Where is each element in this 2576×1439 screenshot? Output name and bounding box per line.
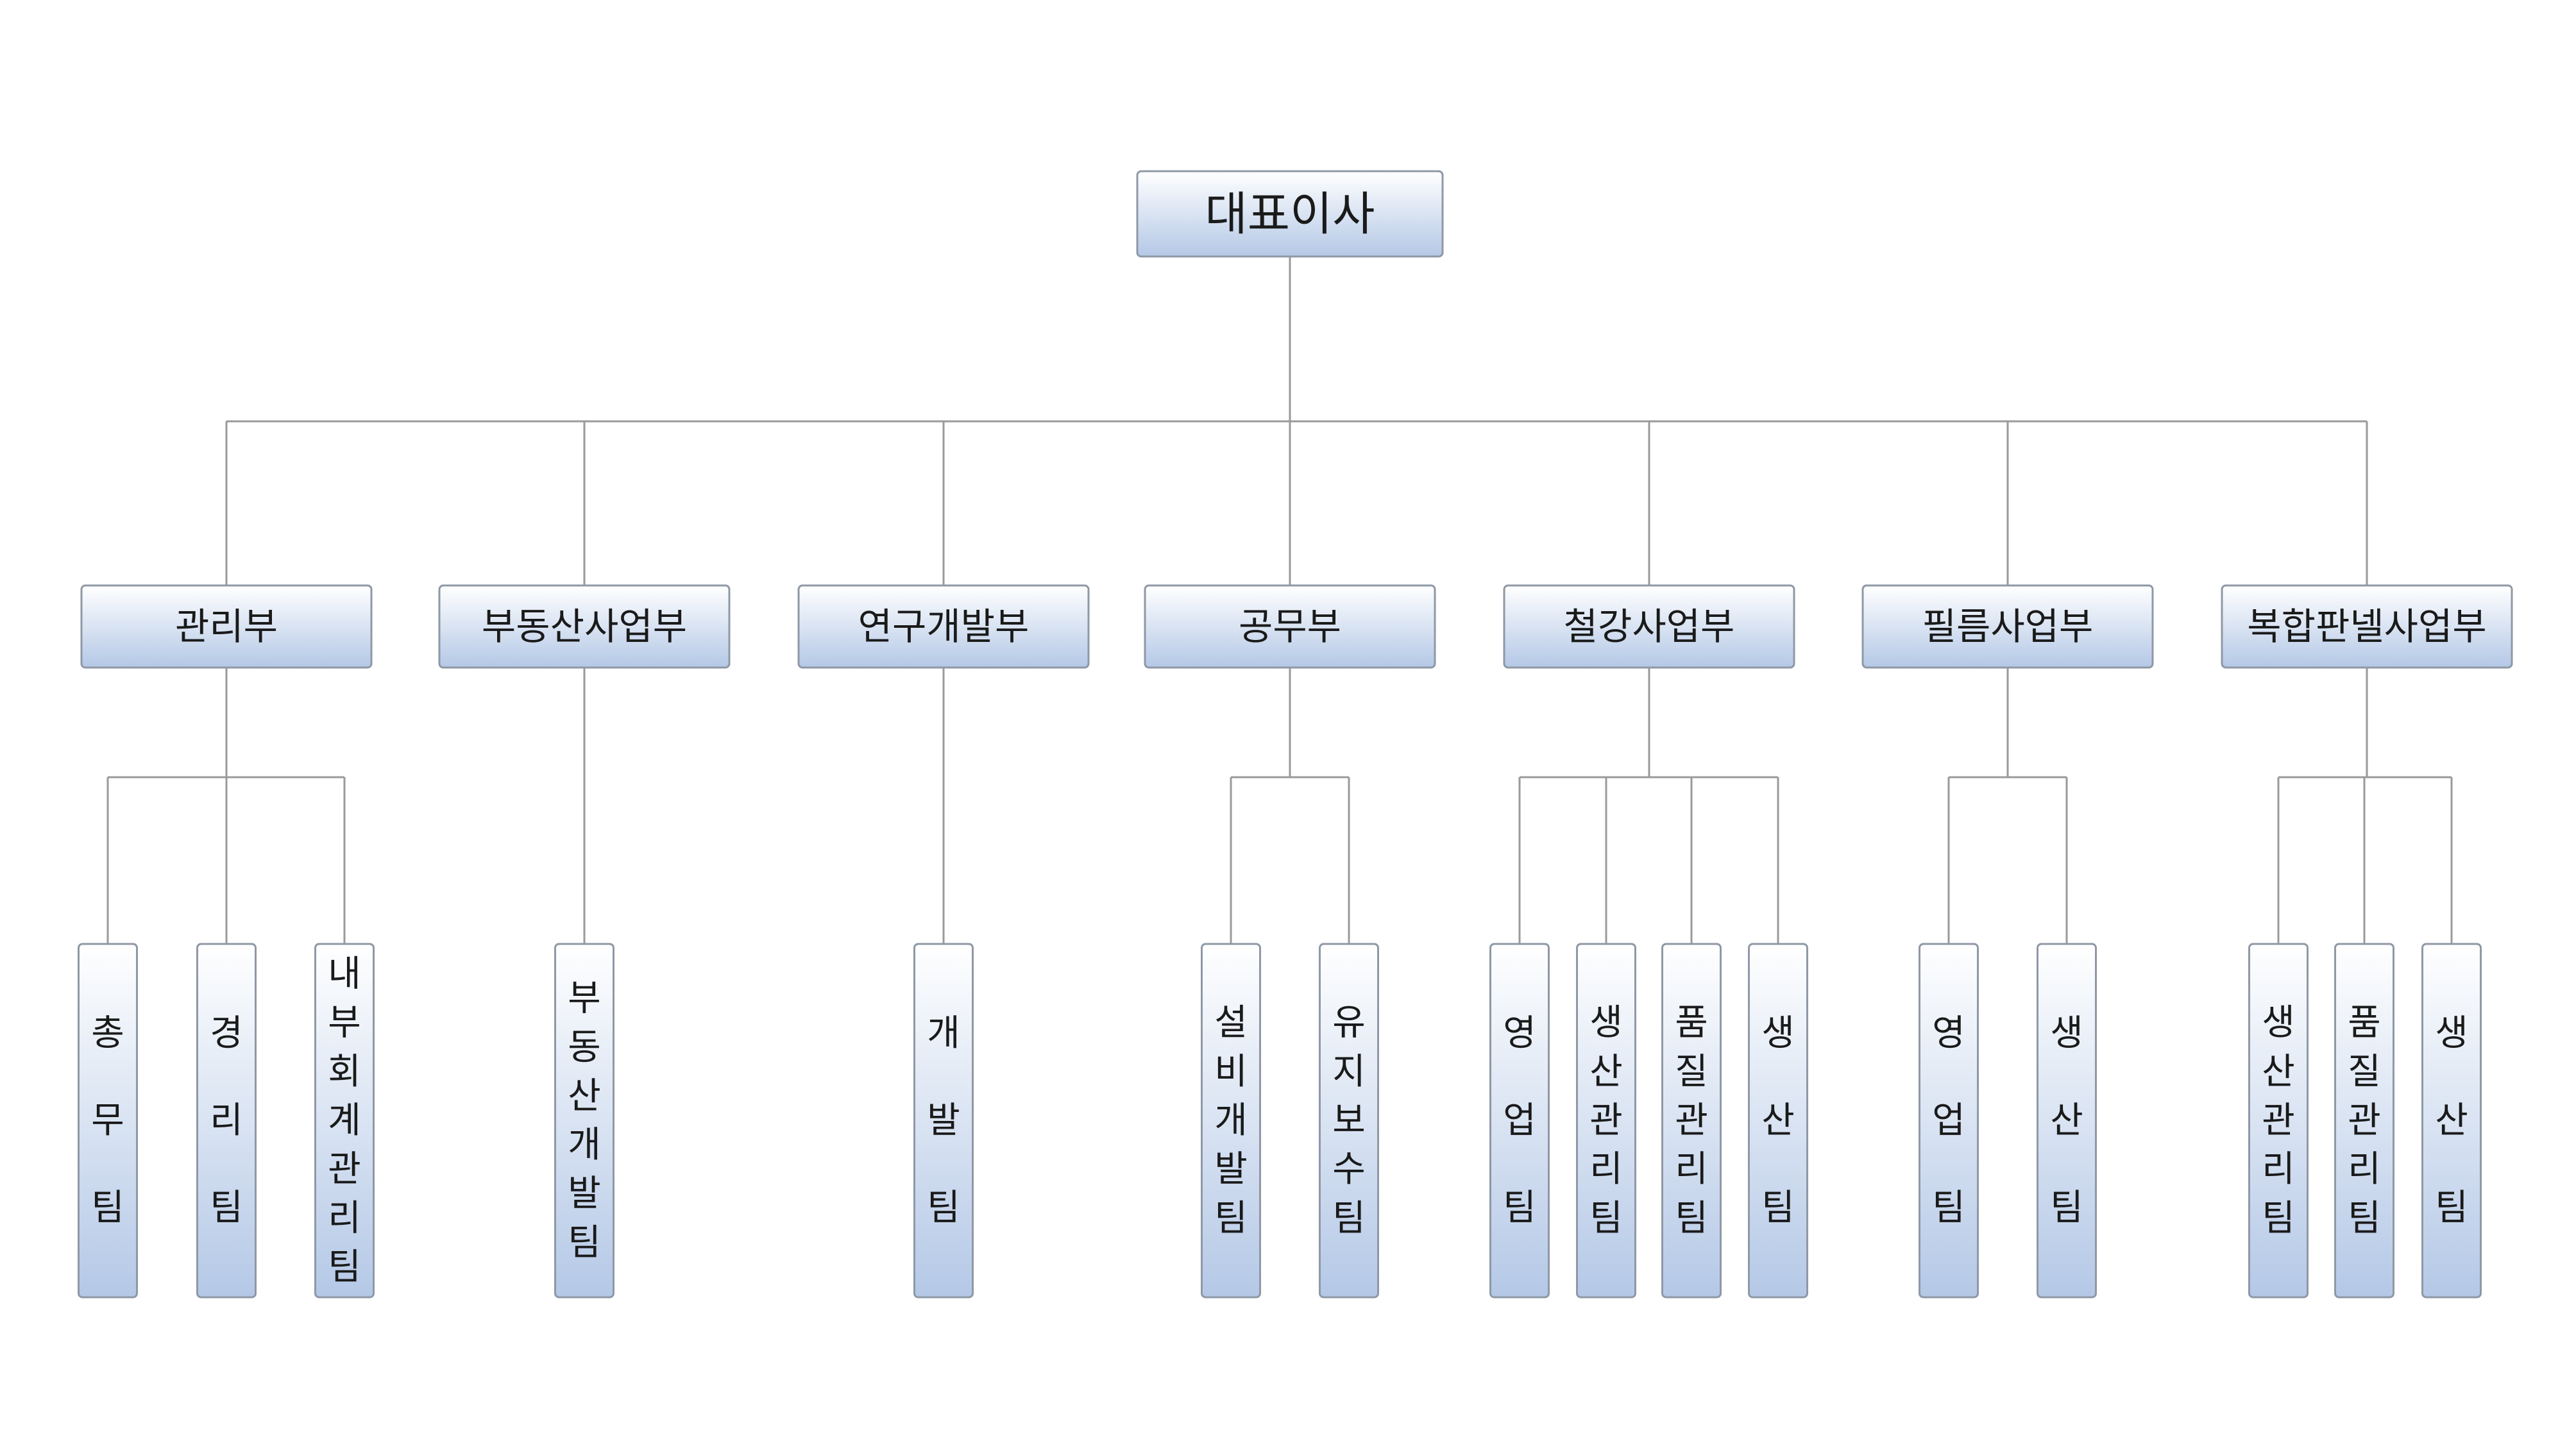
- department-box[interactable]: [797, 584, 1090, 669]
- department-box[interactable]: [2221, 584, 2513, 669]
- team-box[interactable]: [1748, 943, 1808, 1299]
- team-box[interactable]: [1319, 943, 1379, 1299]
- team-box[interactable]: [1576, 943, 1636, 1299]
- team-box[interactable]: [196, 943, 257, 1299]
- connector-lines: [106, 257, 2453, 944]
- team-box[interactable]: [2037, 943, 2097, 1299]
- team-box[interactable]: [554, 943, 614, 1299]
- department-label: 철강사업부: [1564, 605, 1735, 648]
- team-box[interactable]: [1661, 943, 1722, 1299]
- root-label: 대표이사: [1205, 187, 1375, 241]
- department-label: 복합판넬사업부: [2247, 605, 2487, 648]
- department-label: 관리부: [175, 605, 278, 648]
- department-box[interactable]: [1503, 584, 1795, 669]
- team-box[interactable]: [2334, 943, 2394, 1299]
- department-label: 연구개발부: [858, 605, 1030, 648]
- department-box[interactable]: [438, 584, 731, 669]
- department-box[interactable]: [80, 584, 373, 669]
- team-box[interactable]: [78, 943, 138, 1299]
- team-box[interactable]: [2248, 943, 2309, 1299]
- root-box[interactable]: [1136, 170, 1444, 258]
- team-box[interactable]: [1489, 943, 1550, 1299]
- team-box[interactable]: [913, 943, 974, 1299]
- team-box[interactable]: [2421, 943, 2482, 1299]
- department-label: 필름사업부: [1922, 605, 2094, 648]
- team-box[interactable]: [1919, 943, 1979, 1299]
- department-label: 부동산사업부: [482, 605, 687, 648]
- team-box[interactable]: [1201, 943, 1261, 1299]
- team-box[interactable]: [314, 943, 375, 1299]
- department-box[interactable]: [1144, 584, 1436, 669]
- department-label: 공무부: [1239, 605, 1341, 648]
- department-box[interactable]: [1861, 584, 2154, 669]
